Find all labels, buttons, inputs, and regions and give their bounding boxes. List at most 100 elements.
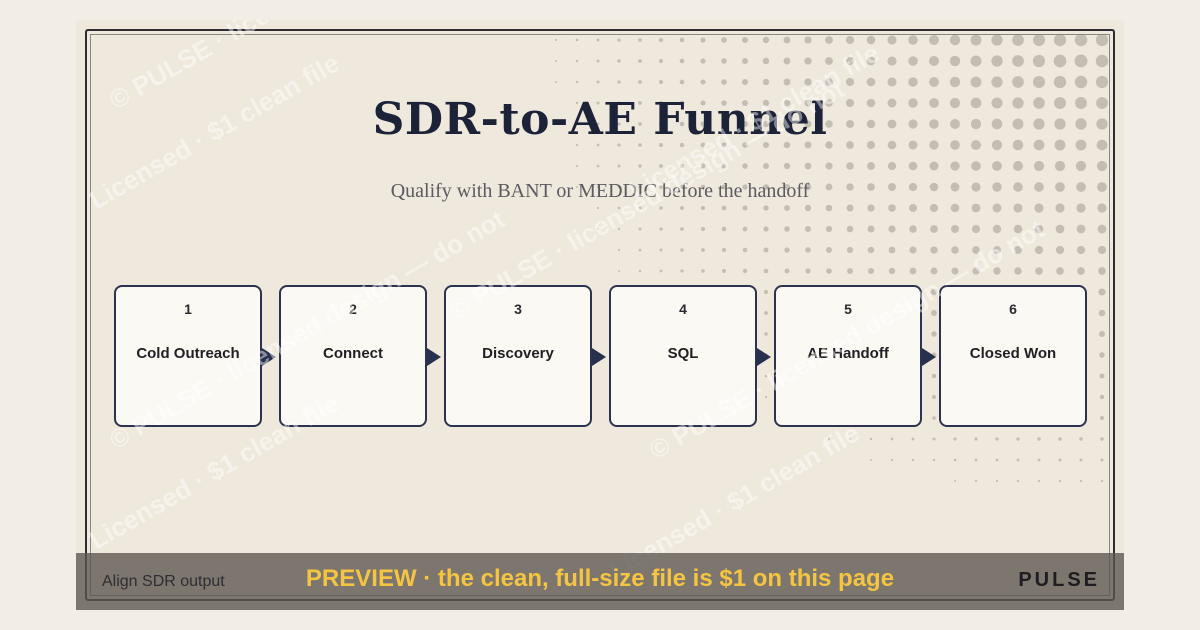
step-label: Discovery	[482, 345, 554, 362]
halftone-dot	[1016, 458, 1020, 462]
halftone-dot	[1034, 203, 1044, 213]
halftone-dot	[721, 226, 727, 232]
halftone-dot	[596, 59, 600, 63]
halftone-dot	[1055, 203, 1065, 213]
halftone-dot	[783, 99, 791, 107]
halftone-dot	[953, 479, 957, 483]
halftone-dot	[679, 58, 685, 64]
halftone-dot	[909, 204, 917, 212]
halftone-dot	[991, 139, 1003, 151]
halftone-dot	[1032, 54, 1046, 68]
halftone-dot	[970, 55, 982, 67]
halftone-dot	[680, 248, 684, 252]
halftone-dot	[911, 458, 915, 462]
halftone-dot	[932, 395, 936, 399]
halftone-dot	[721, 163, 727, 169]
halftone-dot	[887, 35, 897, 45]
halftone-dot	[804, 120, 812, 128]
halftone-dot	[763, 289, 769, 295]
halftone-dot	[1074, 33, 1088, 47]
halftone-dot	[866, 56, 876, 66]
halftone-dot	[1033, 97, 1045, 109]
halftone-dot	[804, 78, 812, 86]
halftone-dot	[991, 34, 1003, 46]
halftone-dot	[679, 121, 685, 127]
halftone-dot	[575, 101, 579, 105]
halftone-dot	[992, 161, 1002, 171]
step-number: 1	[184, 301, 192, 317]
halftone-dot	[1013, 224, 1023, 234]
halftone-dot	[1037, 458, 1041, 462]
halftone-dot	[638, 269, 642, 273]
halftone-dot	[991, 118, 1003, 130]
halftone-dot	[1013, 245, 1023, 255]
halftone-dot	[617, 101, 621, 105]
funnel-steps: 1 Cold Outreach 2 Connect 3 Discovery 4 …	[114, 285, 1094, 429]
halftone-dot	[554, 38, 558, 42]
halftone-dot	[890, 437, 894, 441]
halftone-dot	[931, 373, 937, 379]
halftone-dot	[1016, 437, 1020, 441]
halftone-dot	[575, 80, 579, 84]
halftone-dot	[762, 78, 770, 86]
step-label: Cold Outreach	[136, 345, 240, 362]
halftone-dot	[679, 79, 685, 85]
halftone-dot	[763, 247, 769, 253]
halftone-dot	[638, 122, 642, 126]
halftone-dot	[596, 164, 600, 168]
halftone-dot	[950, 182, 960, 192]
halftone-dot	[1032, 33, 1046, 47]
halftone-dot	[953, 437, 957, 441]
halftone-dot	[596, 185, 600, 189]
halftone-dot	[1076, 203, 1086, 213]
halftone-dot	[1096, 97, 1108, 109]
halftone-dot	[700, 121, 706, 127]
halftone-dot	[700, 163, 706, 169]
halftone-dot	[846, 120, 854, 128]
halftone-dot	[1095, 33, 1109, 47]
halftone-dot	[783, 162, 791, 170]
arrow-right-icon	[922, 348, 936, 366]
halftone-dot	[909, 225, 917, 233]
halftone-dot	[869, 458, 873, 462]
halftone-dot	[825, 225, 833, 233]
halftone-dot	[658, 58, 664, 64]
halftone-dot	[1054, 139, 1066, 151]
halftone-dot	[1033, 118, 1045, 130]
halftone-dot	[742, 100, 748, 106]
halftone-dot	[638, 59, 642, 63]
halftone-dot	[701, 248, 705, 252]
halftone-dot	[805, 247, 811, 253]
halftone-dot	[804, 57, 812, 65]
halftone-dot	[659, 206, 663, 210]
halftone-dot	[929, 140, 939, 150]
halftone-dot	[783, 36, 791, 44]
halftone-dot	[887, 161, 897, 171]
halftone-dot	[1058, 479, 1062, 483]
halftone-dot	[908, 161, 918, 171]
halftone-dot	[596, 206, 600, 210]
halftone-dot	[763, 184, 769, 190]
preview-notice: PREVIEW · the clean, full-size file is $…	[305, 565, 895, 592]
halftone-dot	[1100, 437, 1104, 441]
halftone-dot	[846, 183, 854, 191]
halftone-dot	[804, 162, 812, 170]
halftone-dot	[929, 161, 939, 171]
halftone-dot	[929, 98, 939, 108]
arrow-right-icon	[757, 348, 771, 366]
halftone-dot	[596, 38, 600, 42]
halftone-dot	[929, 182, 939, 192]
halftone-dot	[929, 35, 939, 45]
halftone-dot	[847, 268, 853, 274]
halftone-dot	[659, 269, 663, 273]
halftone-dot	[721, 205, 727, 211]
halftone-dot	[867, 183, 875, 191]
brand-logo: PULSE	[1018, 569, 1100, 591]
halftone-dot	[1034, 224, 1044, 234]
halftone-dot	[930, 246, 938, 254]
halftone-dot	[1079, 437, 1083, 441]
halftone-dot	[783, 57, 791, 65]
halftone-dot	[679, 184, 685, 190]
halftone-dot	[908, 140, 918, 150]
step-box-4: 4 SQL	[609, 285, 757, 427]
